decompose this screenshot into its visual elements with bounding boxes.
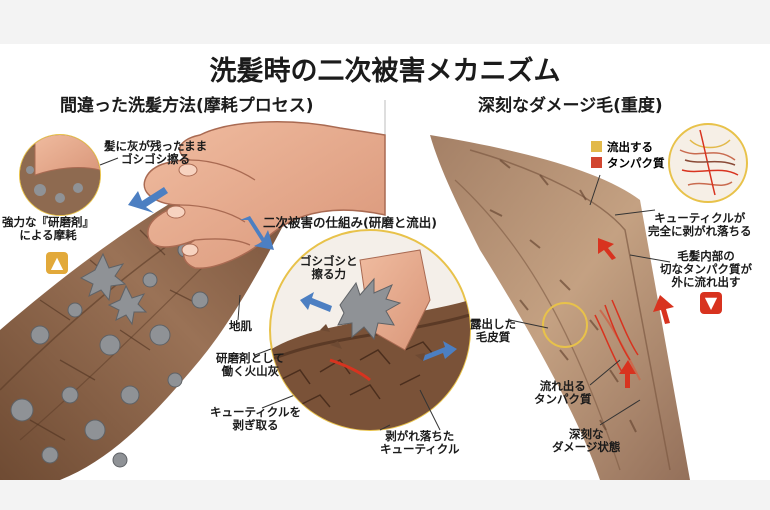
- thumbs-up-icon: ▲: [46, 252, 68, 274]
- legend-label-protein: タンパク質: [607, 156, 665, 170]
- left-heading: 間違った洗髪方法(摩耗プロセス): [60, 96, 314, 116]
- label-force: ゴシゴシと擦る力: [300, 254, 358, 282]
- page-title: 洗髪時の二次被害メカニズム: [209, 56, 561, 87]
- center-heading: 二次被害の仕組み(研磨と流出): [263, 215, 437, 230]
- label-severe-damage: 深刻なダメージ状態: [552, 427, 621, 455]
- label-scalp: 地肌: [229, 319, 252, 333]
- hand-illustration: [143, 121, 386, 269]
- label-abrasive: 強力な『研磨剤』による摩耗: [2, 215, 94, 243]
- center-closeup-circle: [269, 229, 471, 431]
- label-flowing-protein: 流れ出るタンパク質: [534, 379, 592, 407]
- legend-label-outflow: 流出する: [607, 140, 653, 154]
- direction-arrow-icon: [128, 187, 274, 250]
- leader-lines-right: [509, 174, 671, 426]
- direction-arrow-icon: [598, 238, 674, 388]
- label-volcanic-ash: 研磨剤として働く火山灰: [216, 351, 285, 379]
- protein-fiber-icon: [668, 123, 748, 203]
- exposed-cortex-marker: [542, 302, 588, 348]
- label-protein-outflow: 毛髪内部の切なタンパク質が外に流れ出す: [660, 249, 752, 290]
- thumbs-down-icon: ▼: [700, 292, 722, 314]
- right-heading: 深刻なダメージ毛(重度): [478, 96, 663, 116]
- label-cuticle-off: キューティクルが完全に剥がれ落ちる: [648, 211, 752, 239]
- direction-arrow-icon: [300, 292, 457, 361]
- label-ash-scrub: 髪に灰が残ったままゴシゴシ擦る: [104, 139, 208, 167]
- legend-swatch-yellow: [591, 141, 602, 152]
- legend-swatch-red: [591, 157, 602, 168]
- leader-lines-center: [379, 389, 441, 431]
- label-strip-cuticle: キューティクルを剥ぎ取る: [210, 405, 301, 433]
- label-peeled-cuticle: 剥がれ落ちたキューティクル: [380, 429, 460, 457]
- label-exposed-cortex: 露出した毛皮質: [470, 317, 516, 345]
- leader-line: [99, 157, 119, 166]
- inset-scrubbing-closeup: [19, 134, 101, 216]
- right-hair-shaft: [430, 135, 690, 480]
- volcanic-ash-particles: [10, 242, 227, 468]
